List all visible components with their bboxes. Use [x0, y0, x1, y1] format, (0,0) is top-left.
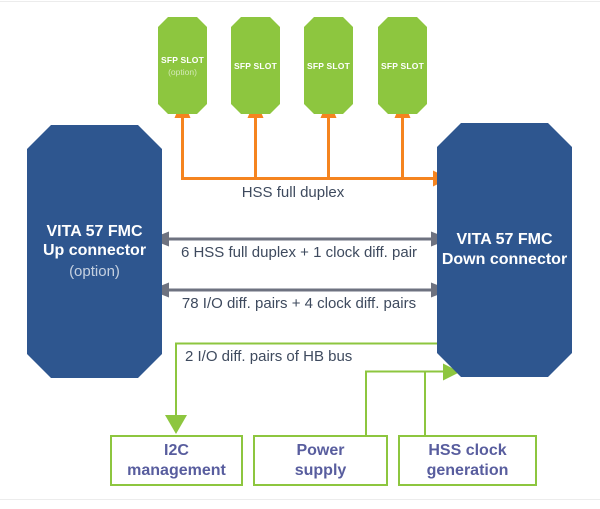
power-box-line1: Power — [296, 441, 345, 459]
clock-box-line2: generation — [426, 461, 509, 479]
sfp-slot-label: SFP SLOT — [380, 60, 424, 71]
vita57-up-connector: VITA 57 FMC Up connector (option) — [27, 125, 162, 378]
hss-bus-label: HSS full duplex — [241, 184, 345, 201]
sfp-slot-1: SFP SLOT (option) — [158, 17, 207, 114]
power-clock-line — [365, 370, 443, 436]
sfp-bus-line — [181, 117, 433, 180]
hb-bus-label: 2 I/O diff. pairs of HB bus — [185, 348, 353, 365]
sfp-slot-3: SFP SLOT — [304, 17, 353, 114]
i2c-arrowhead-down — [165, 415, 187, 434]
clock-arrowhead-right — [443, 363, 460, 381]
sfp-slot-4: SFP SLOT — [378, 17, 427, 114]
hss-clock-generation-box: HSS clock generation — [398, 435, 537, 486]
power-box-line2: supply — [294, 461, 347, 479]
up-connector-option: (option) — [69, 262, 120, 280]
hss-pairs-label: 6 HSS full duplex + 1 clock diff. pair — [180, 244, 418, 261]
io-pairs-label: 78 I/O diff. pairs + 4 clock diff. pairs — [181, 295, 417, 312]
power-supply-box: Power supply — [253, 435, 388, 486]
vita57-down-connector: VITA 57 FMC Down connector — [437, 123, 572, 377]
sfp-slot-label: SFP SLOT — [306, 60, 350, 71]
top-border-line — [0, 1, 600, 2]
down-connector-line2: Down connector — [441, 251, 568, 268]
up-connector-line2: Up connector — [42, 242, 147, 260]
sfp-slot-label: SFP SLOT — [160, 54, 204, 65]
down-connector-line1: VITA 57 FMC — [456, 231, 553, 249]
up-connector-line1: VITA 57 FMC — [46, 222, 143, 240]
sfp-slot-2: SFP SLOT — [231, 17, 280, 114]
bottom-border-line — [0, 499, 600, 500]
i2c-box-line1: I2C — [164, 441, 189, 459]
clock-box-line1: HSS clock — [428, 441, 507, 459]
sfp-slot-sublabel: (option) — [168, 66, 197, 77]
hb-bus-green — [165, 342, 437, 434]
power-clock-green — [365, 363, 460, 436]
i2c-box-line2: management — [127, 461, 226, 479]
hb-bus-line — [175, 342, 437, 416]
i2c-management-box: I2C management — [110, 435, 243, 486]
sfp-slot-label: SFP SLOT — [233, 60, 277, 71]
